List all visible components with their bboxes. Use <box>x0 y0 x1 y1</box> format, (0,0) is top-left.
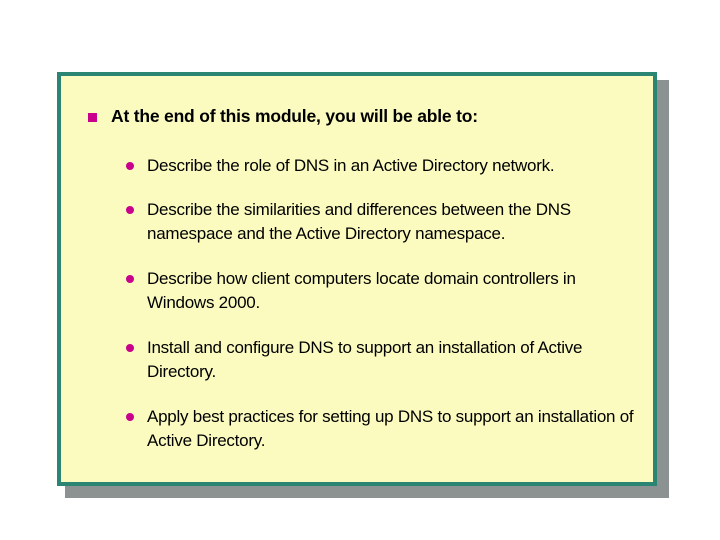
round-bullet-icon <box>126 413 134 421</box>
slide-content: At the end of this module, you will be a… <box>61 76 653 482</box>
slide-panel: At the end of this module, you will be a… <box>57 72 657 486</box>
list-item-text: Apply best practices for setting up DNS … <box>147 407 634 450</box>
list-item: Describe the role of DNS in an Active Di… <box>126 154 643 178</box>
list-item: Describe how client computers locate dom… <box>126 267 643 315</box>
list-item-text: Describe the role of DNS in an Active Di… <box>147 156 555 175</box>
list-item: Install and configure DNS to support an … <box>126 336 643 384</box>
list-item-text: Describe how client computers locate dom… <box>147 269 576 312</box>
round-bullet-icon <box>126 162 134 170</box>
round-bullet-icon <box>126 344 134 352</box>
list-item-text: Describe the similarities and difference… <box>147 200 571 243</box>
list-item: Describe the similarities and difference… <box>126 198 643 246</box>
slide-wrapper: At the end of this module, you will be a… <box>57 72 669 498</box>
list-item-text: Install and configure DNS to support an … <box>147 338 583 381</box>
slide-title-text: At the end of this module, you will be a… <box>111 106 478 126</box>
list-item: Apply best practices for setting up DNS … <box>126 405 643 453</box>
round-bullet-icon <box>126 275 134 283</box>
square-bullet-icon <box>88 113 97 122</box>
round-bullet-icon <box>126 206 134 214</box>
slide-title-row: At the end of this module, you will be a… <box>88 105 635 127</box>
